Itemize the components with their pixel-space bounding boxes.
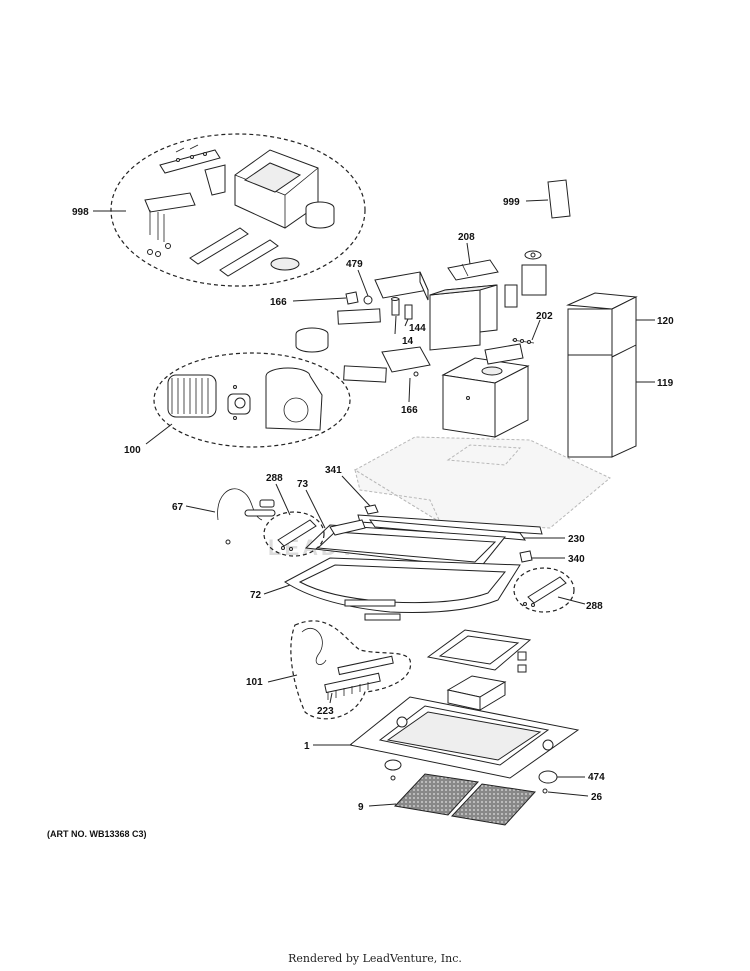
part-230-trim xyxy=(368,519,527,541)
part-blower-100 xyxy=(153,327,351,448)
part-288-light-left xyxy=(263,511,325,557)
part-208-module xyxy=(447,259,499,281)
label-119: 119 xyxy=(657,378,674,389)
label-100: 100 xyxy=(124,445,141,456)
part-72-panel xyxy=(284,557,521,621)
part-housing xyxy=(429,284,498,351)
part-101-223-group xyxy=(290,620,412,720)
part-288-light-right xyxy=(513,567,575,613)
part-474-knobs xyxy=(384,759,558,794)
label-120: 120 xyxy=(657,316,674,327)
label-288-right: 288 xyxy=(586,601,603,612)
label-208: 208 xyxy=(458,232,475,243)
label-73: 73 xyxy=(297,479,309,490)
label-223: 223 xyxy=(317,706,334,717)
label-101: 101 xyxy=(246,677,263,688)
part-grease-filter-small xyxy=(446,675,507,711)
label-1: 1 xyxy=(304,741,310,752)
art-number: (ART NO. WB13368 C3) xyxy=(47,829,147,839)
part-999-card xyxy=(547,179,571,219)
part-67-harness xyxy=(217,488,276,545)
label-999: 999 xyxy=(503,197,520,208)
part-control-box xyxy=(337,271,429,325)
kit-998-group xyxy=(110,133,366,287)
label-166-lower: 166 xyxy=(401,405,418,416)
label-166-upper: 166 xyxy=(270,297,287,308)
label-9: 9 xyxy=(358,802,364,813)
label-288-left: 288 xyxy=(266,473,283,484)
part-202-connector xyxy=(504,250,547,344)
part-340-clip xyxy=(519,550,533,563)
label-230: 230 xyxy=(568,534,585,545)
label-474: 474 xyxy=(588,772,605,783)
part-9-mesh-filters xyxy=(393,773,536,826)
footer-credit: Rendered by LeadVenture, Inc. xyxy=(288,952,462,965)
part-73-frame xyxy=(304,519,506,569)
label-67: 67 xyxy=(172,502,184,513)
part-duct-covers xyxy=(566,292,638,458)
label-144: 144 xyxy=(409,323,426,334)
label-202: 202 xyxy=(536,311,553,322)
part-main-box xyxy=(441,343,530,438)
label-998: 998 xyxy=(72,207,89,218)
label-26: 26 xyxy=(591,792,603,803)
label-14: 14 xyxy=(402,336,414,347)
part-1-bottom-plate xyxy=(348,696,580,779)
part-166-bracket-lower xyxy=(343,346,431,383)
part-control-board xyxy=(426,629,532,673)
part-341-trim xyxy=(357,504,543,535)
part-labels: 998 999 208 479 166 144 14 202 120 119 1… xyxy=(72,197,674,813)
label-341: 341 xyxy=(325,465,342,476)
label-340: 340 xyxy=(568,554,585,565)
label-72: 72 xyxy=(250,590,262,601)
label-479: 479 xyxy=(346,259,363,270)
